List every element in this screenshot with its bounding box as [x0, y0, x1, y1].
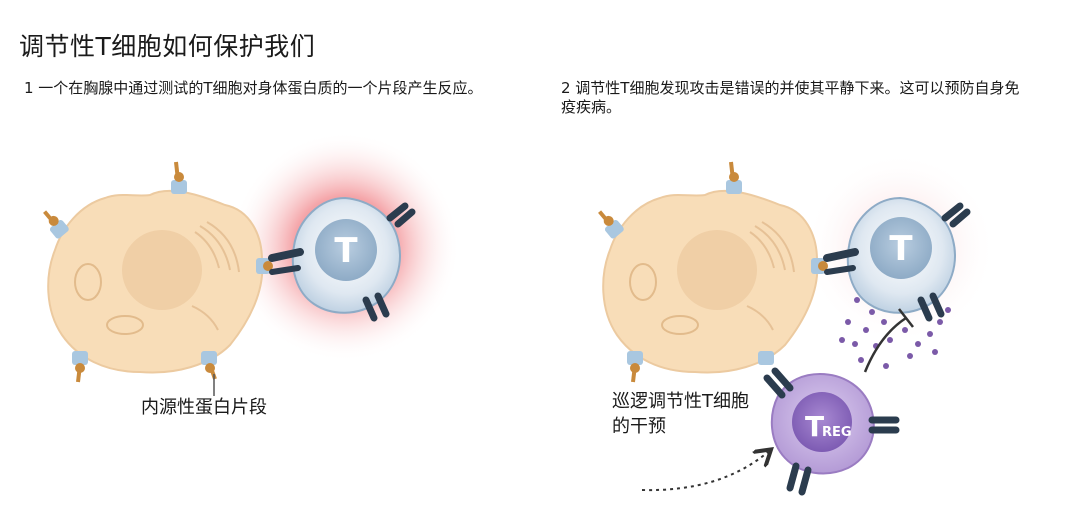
t-cell: T — [846, 196, 956, 314]
mhc-peptide-bottom-left — [627, 351, 643, 383]
mitochondrion-icon — [74, 263, 102, 301]
endogenous-peptide-label: 内源性蛋白片段 — [141, 397, 267, 418]
body-cell — [602, 189, 819, 374]
treg-receptor — [786, 462, 812, 496]
mitochondrion-icon — [629, 263, 657, 301]
mhc-peptide-left — [43, 210, 69, 239]
mhc-bottom-right — [758, 351, 774, 365]
endogenous-peptide — [201, 351, 217, 396]
treg-intervention-label: 巡逻调节性T细胞的干预 — [612, 391, 749, 437]
panel2-diagram: T T — [598, 152, 996, 496]
t-cell-receptor — [386, 202, 416, 228]
panel1-caption: 1 一个在胸腺中通过测试的T细胞对身体蛋白质的一个片段产生反应。 — [24, 79, 483, 97]
treg-receptor — [763, 367, 794, 399]
t-cell-receptor — [268, 248, 304, 275]
treg-letter: T — [805, 410, 824, 443]
figure-title: 调节性T细胞如何保护我们 — [19, 32, 316, 61]
t-cell-receptor — [823, 248, 859, 275]
patrol-path-arrow — [641, 452, 768, 492]
mhc-peptide-left — [598, 210, 624, 239]
cell-nucleus — [122, 230, 202, 310]
mhc-peptide-bottom-left — [72, 351, 88, 383]
t-cell: T — [291, 196, 401, 314]
t-cell-receptor — [917, 292, 945, 322]
mitochondrion-icon — [661, 315, 699, 335]
body-cell — [47, 189, 264, 374]
t-cell-letter: T — [889, 229, 913, 269]
t-cell-receptor — [362, 292, 390, 322]
panel1-diagram: T — [43, 132, 460, 396]
treg-cell: T REG — [770, 372, 875, 475]
mhc-peptide-top — [726, 161, 742, 194]
suppressive-signal-dots — [839, 297, 951, 369]
t-cell-letter: T — [334, 231, 358, 271]
mitochondrion-icon — [106, 315, 144, 335]
panel2-caption: 2 调节性T细胞发现攻击是错误的并使其平静下来。这可以预防自身免疫疾病。 — [561, 79, 1020, 116]
mhc-peptide-top — [171, 161, 187, 194]
treg-receptor — [868, 416, 900, 434]
t-cell-receptor — [941, 202, 971, 228]
cell-nucleus — [677, 230, 757, 310]
treg-subscript: REG — [822, 425, 852, 440]
inhibition-arrow — [863, 308, 914, 373]
